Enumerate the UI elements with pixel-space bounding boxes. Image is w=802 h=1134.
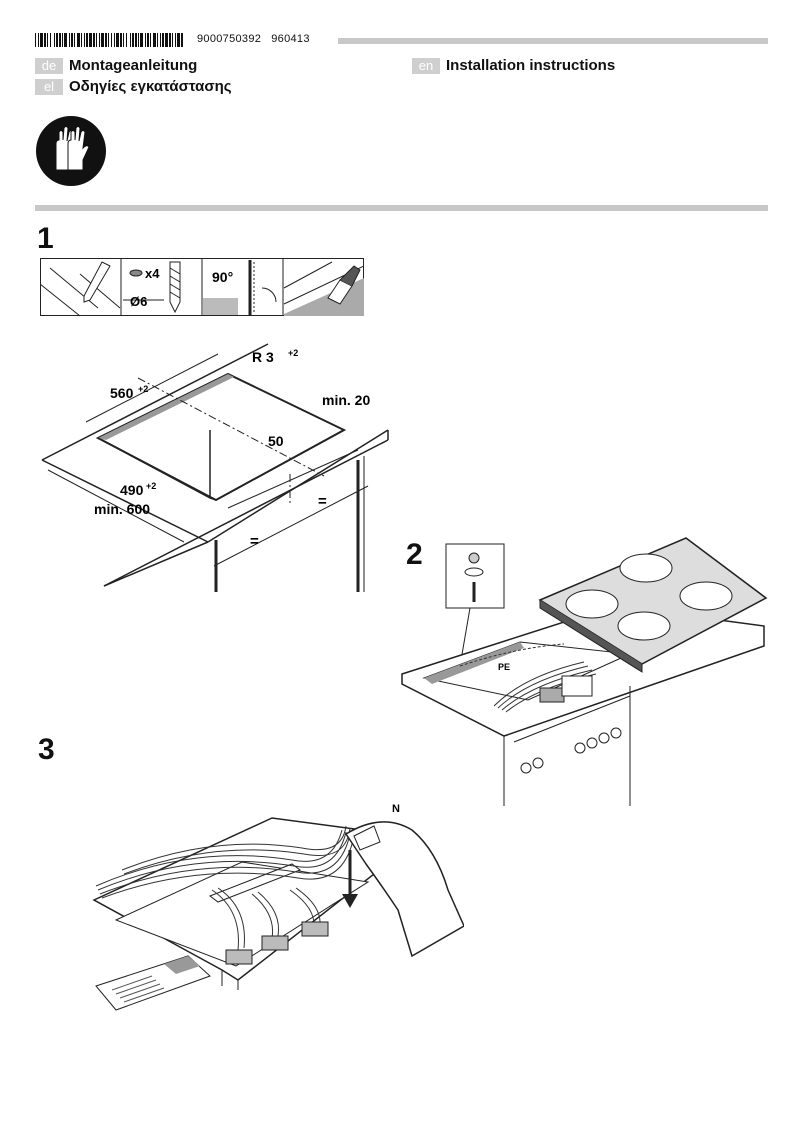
- language-title: Installation instructions: [446, 57, 616, 74]
- cutout-diagram: R 3 +2 560 +2 min. 20 50 490 +2 min. 600…: [41, 343, 389, 592]
- step-number-2: 2: [406, 538, 423, 571]
- min-20-label: min. 20: [322, 392, 370, 408]
- radius-label: R 3: [252, 349, 274, 365]
- language-code: en: [412, 57, 440, 74]
- barcode: [35, 33, 183, 47]
- tool-strip: x4 Ø6 90°: [40, 258, 364, 317]
- n-label: N: [392, 803, 400, 815]
- step-number-3: 3: [38, 733, 55, 766]
- saw-angle: 90°: [212, 269, 233, 285]
- language-title: Montageanleitung: [69, 57, 198, 74]
- pencil-icon: [40, 261, 121, 317]
- saw-icon: [203, 260, 277, 316]
- cable-connection-diagram: N: [92, 803, 464, 1011]
- drill-diameter: Ø6: [130, 294, 147, 309]
- drill-bit-icon: [123, 261, 181, 314]
- hob-connection-diagram: PE: [401, 537, 768, 806]
- pe-label: PE: [498, 662, 510, 672]
- language-code: el: [35, 78, 63, 95]
- gloves-icon: [36, 116, 106, 186]
- min-600-label: min. 600: [94, 501, 150, 517]
- equal-mark: =: [318, 493, 327, 510]
- sealant-brush-icon: [283, 261, 364, 316]
- equal-mark: =: [250, 533, 259, 550]
- document-number: 9000750392 960413: [197, 33, 310, 45]
- step-number-1: 1: [37, 222, 54, 255]
- language-en: en Installation instructions: [412, 57, 615, 74]
- language-code: de: [35, 57, 63, 74]
- edge-50-label: 50: [268, 433, 284, 449]
- screws-count: x4: [145, 266, 160, 281]
- header-rule: [338, 38, 768, 44]
- language-title: Οδηγίες εγκατάστασης: [69, 78, 232, 95]
- radius-tolerance: +2: [288, 348, 298, 358]
- language-el: el Οδηγίες εγκατάστασης: [35, 78, 232, 95]
- width-tolerance: +2: [138, 384, 148, 394]
- width-label: 560: [110, 385, 134, 401]
- language-de: de Montageanleitung: [35, 57, 197, 74]
- depth-tolerance: +2: [146, 481, 156, 491]
- depth-label: 490: [120, 482, 144, 498]
- section-rule: [35, 205, 768, 211]
